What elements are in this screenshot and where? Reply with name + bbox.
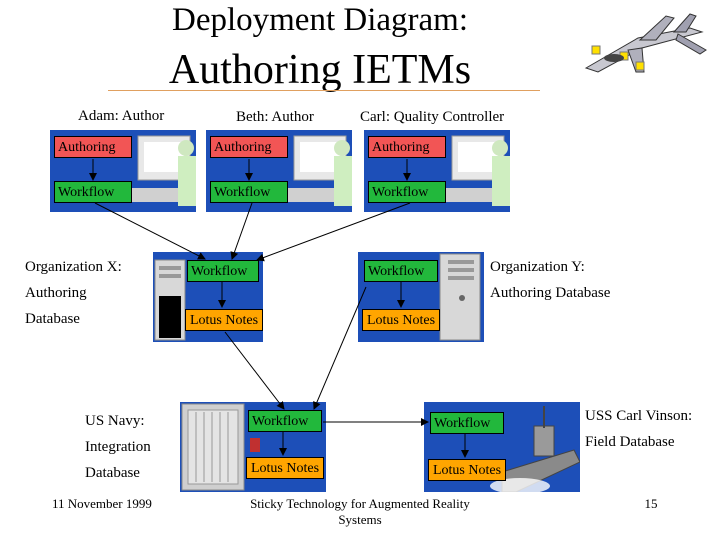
workstation-panel-beth: Authoring Workflow: [206, 130, 352, 212]
org-x-label-line1: Organization X:: [25, 259, 122, 275]
org-x-workflow-box: Workflow: [187, 260, 259, 282]
workstation-user-icon: [434, 135, 510, 206]
org-x-label: Organization X: Authoring Database: [25, 254, 122, 332]
authoring-box-adam: Authoring: [54, 136, 132, 158]
server-rack-icon: [181, 403, 260, 491]
title-line2: Authoring IETMs: [168, 47, 472, 93]
org-y-label-line2: Authoring Database: [490, 285, 611, 301]
arrow-beth-to-org-x: [230, 202, 253, 260]
navy-label-line2: Integration: [85, 439, 151, 455]
navy-label-line3: Database: [85, 465, 140, 481]
footer-date: 11 November 1999: [52, 496, 152, 511]
navy-server-panel: Workflow Lotus Notes: [180, 402, 326, 492]
navy-label-line1: US Navy:: [85, 413, 145, 429]
org-y-workflow-box: Workflow: [364, 260, 438, 282]
arrow-carl-to-org-x: [256, 202, 411, 262]
ship-icon: [490, 406, 580, 492]
authoring-box-carl: Authoring: [368, 136, 446, 158]
authoring-box-beth: Authoring: [210, 136, 288, 158]
org-y-label: Organization Y: Authoring Database: [490, 254, 610, 306]
footer-title: Sticky Technology for Augmented Reality …: [220, 496, 500, 528]
arrow-adam-to-org-x: [94, 202, 206, 260]
org-y-lotus-notes-box: Lotus Notes: [362, 309, 440, 331]
navy-lotus-notes-box: Lotus Notes: [246, 457, 324, 479]
server-tower-icon: [154, 259, 186, 341]
carl-vinson-workflow-box: Workflow: [430, 412, 504, 434]
server-tower-icon: [439, 253, 481, 341]
org-x-label-line3: Database: [25, 311, 80, 327]
org-y-label-line1: Organization Y:: [490, 259, 585, 275]
workstation-panel-adam: Authoring Workflow: [50, 130, 196, 212]
carl-vinson-label-line2: Field Database: [585, 434, 675, 450]
jet-aircraft-icon: [584, 13, 707, 73]
org-x-server-panel: Workflow Lotus Notes: [153, 252, 263, 342]
org-y-server-panel: Workflow Lotus Notes: [358, 252, 484, 342]
workflow-box-beth: Workflow: [210, 181, 288, 203]
footer-title-line2: Systems: [338, 512, 382, 527]
workstation-user-icon: [276, 135, 352, 206]
org-x-label-line2: Authoring: [25, 285, 87, 301]
user-label-adam: Adam: Author: [78, 108, 165, 124]
workflow-box-carl: Workflow: [368, 181, 446, 203]
user-label-beth: Beth: Author: [236, 109, 314, 125]
navy-workflow-box: Workflow: [248, 410, 322, 432]
carl-vinson-panel: Workflow Lotus Notes: [424, 402, 580, 492]
org-x-lotus-notes-box: Lotus Notes: [185, 309, 263, 331]
navy-label: US Navy: Integration Database: [85, 408, 151, 486]
carl-vinson-label-line1: USS Carl Vinson:: [585, 408, 693, 424]
footer-title-line1: Sticky Technology for Augmented Reality: [250, 496, 470, 511]
arrow-org-y-to-navy: [313, 286, 367, 410]
title-divider: [108, 90, 540, 91]
arrow-org-x-to-navy: [224, 331, 285, 410]
workstation-panel-carl: Authoring Workflow: [364, 130, 510, 212]
title-line1: Deployment Diagram:: [171, 2, 468, 38]
page-number: 15: [644, 496, 658, 511]
user-label-carl: Carl: Quality Controller: [360, 109, 505, 125]
workflow-box-adam: Workflow: [54, 181, 132, 203]
carl-vinson-lotus-notes-box: Lotus Notes: [428, 459, 506, 481]
carl-vinson-label: USS Carl Vinson: Field Database: [585, 403, 692, 455]
workstation-user-icon: [120, 135, 196, 206]
